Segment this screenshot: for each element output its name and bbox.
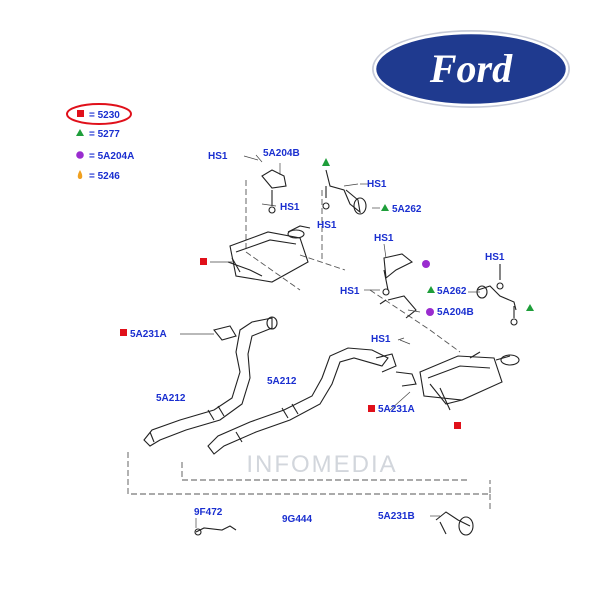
legend: = 5230 = 5277 = 5A204A = 5246 bbox=[66, 103, 134, 182]
bottom-parts[interactable] bbox=[194, 511, 474, 536]
watermark: INFOMEDIA bbox=[246, 451, 397, 478]
label-5a212-center[interactable]: 5A212 bbox=[267, 376, 297, 387]
center-hanger[interactable] bbox=[322, 169, 367, 215]
label-5a204b-top[interactable]: 5A204B bbox=[263, 148, 300, 159]
leader-lines bbox=[180, 155, 480, 528]
ford-logo[interactable]: Ford bbox=[372, 30, 570, 108]
label-5a204b-right[interactable]: 5A204B bbox=[437, 307, 474, 318]
right-bracket[interactable] bbox=[379, 253, 518, 345]
part-labels: HS1 5A204B HS1 HS1 HS1 5A262 HS1 HS1 HS1… bbox=[130, 148, 505, 525]
legend-triangle-icon bbox=[76, 129, 84, 136]
label-hs1-a[interactable]: HS1 bbox=[208, 151, 228, 162]
label-hs1-d[interactable]: HS1 bbox=[317, 220, 337, 231]
ford-logo-text: Ford bbox=[429, 46, 513, 91]
label-hs1-e[interactable]: HS1 bbox=[374, 233, 394, 244]
legend-circle-icon bbox=[76, 151, 84, 159]
legend-drop-icon bbox=[77, 170, 83, 179]
square-marker-left-muffler bbox=[200, 258, 207, 265]
legend-highlight-ring bbox=[66, 103, 132, 125]
label-5a262-right[interactable]: 5A262 bbox=[437, 286, 467, 297]
legend-item-5230: = 5230 bbox=[89, 110, 120, 121]
triangle-marker-5a262-right bbox=[427, 286, 435, 293]
label-5a231a-left[interactable]: 5A231A bbox=[130, 329, 167, 340]
legend-item-5277: = 5277 bbox=[89, 129, 120, 140]
label-hs1-f[interactable]: HS1 bbox=[340, 286, 360, 297]
legend-item-5a204a: = 5A204A bbox=[89, 151, 134, 162]
label-5a262-top[interactable]: 5A262 bbox=[392, 204, 422, 215]
triangle-marker-far-right bbox=[526, 304, 534, 311]
center-pipe[interactable] bbox=[207, 347, 417, 455]
square-marker-5a231a-left bbox=[120, 329, 127, 336]
label-hs1-b[interactable]: HS1 bbox=[280, 202, 300, 213]
label-9f472[interactable]: 9F472 bbox=[194, 507, 223, 518]
label-hs1-h[interactable]: HS1 bbox=[371, 334, 391, 345]
circle-marker-bracket bbox=[422, 260, 430, 268]
group-outlines bbox=[127, 180, 491, 512]
label-5a212-left[interactable]: 5A212 bbox=[156, 393, 186, 404]
triangle-marker-5a262-top bbox=[381, 204, 389, 211]
triangle-marker-top bbox=[322, 158, 330, 166]
legend-item-5246: = 5246 bbox=[89, 171, 120, 182]
label-9g444[interactable]: 9G444 bbox=[282, 514, 312, 525]
label-5a231a-right[interactable]: 5A231A bbox=[378, 404, 415, 415]
square-marker-right-muffler bbox=[454, 422, 461, 429]
label-hs1-c[interactable]: HS1 bbox=[367, 179, 387, 190]
legend-square-icon bbox=[77, 110, 84, 117]
left-muffler[interactable] bbox=[227, 154, 311, 283]
label-hs1-g[interactable]: HS1 bbox=[485, 252, 505, 263]
right-muffler[interactable] bbox=[419, 351, 520, 411]
part-symbols bbox=[120, 158, 534, 429]
left-pipe[interactable] bbox=[143, 316, 278, 447]
square-marker-5a231a-right bbox=[368, 405, 375, 412]
circle-marker-5a204b bbox=[426, 308, 434, 316]
label-5a231b[interactable]: 5A231B bbox=[378, 511, 415, 522]
